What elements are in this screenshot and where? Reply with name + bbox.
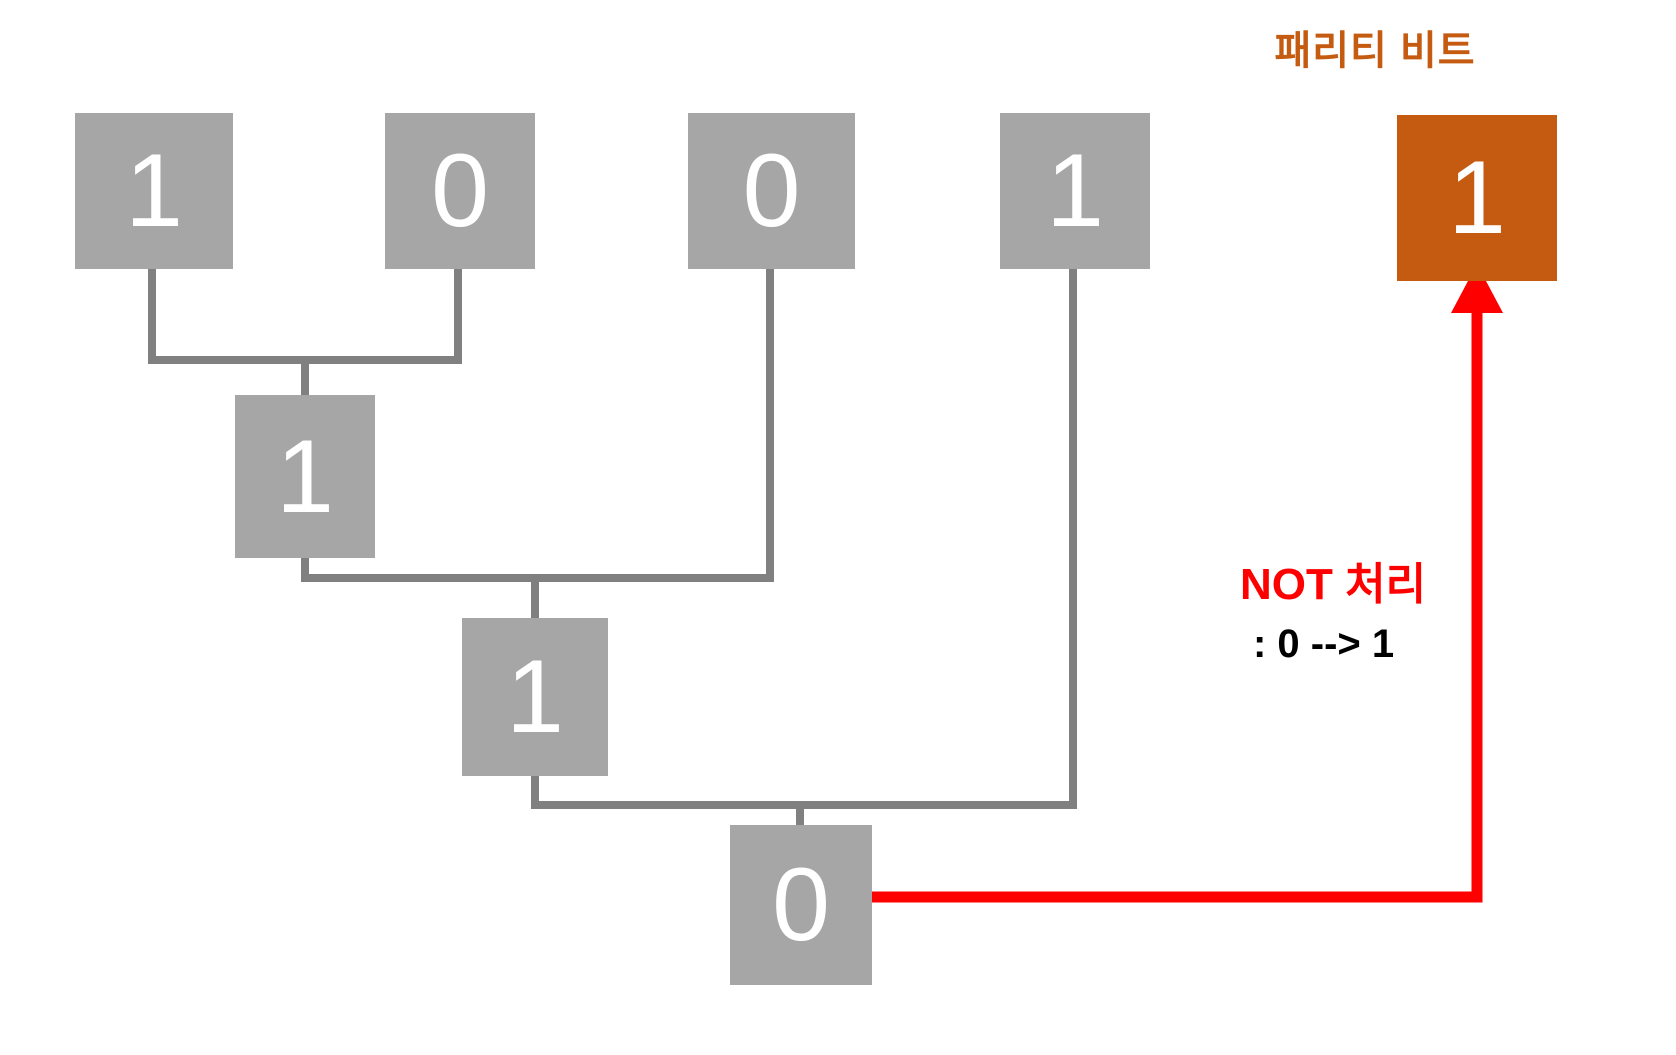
wire-bit1-to-xor1 [305, 268, 462, 364]
wire-bit2-to-xor2 [535, 268, 774, 582]
data-bit-box-3: 1 [1000, 113, 1150, 269]
data-bit-box-0: 1 [75, 113, 233, 269]
xor-node-box-2: 1 [462, 618, 608, 776]
parity-bit-title: 패리티 비트 [1274, 29, 1476, 73]
wire-not-to-parity [872, 290, 1483, 903]
not-operation-label: NOT 처리 [1240, 560, 1427, 609]
data-bit-box-2: 0 [688, 113, 855, 269]
xor-node-box-3: 0 [730, 825, 872, 985]
wire-xor2-to-xor3 [531, 776, 804, 827]
wire-bit3-to-xor3 [800, 268, 1077, 809]
wire-xor1-to-xor2 [301, 558, 539, 620]
not-operation-detail: : 0 --> 1 [1253, 622, 1395, 666]
xor-node-box-1: 1 [235, 395, 375, 558]
wire-bit0-to-xor1 [148, 268, 309, 396]
data-bit-box-1: 0 [385, 113, 535, 269]
parity-bit-box: 1 [1397, 115, 1557, 281]
arrowhead-icon [1451, 264, 1503, 313]
